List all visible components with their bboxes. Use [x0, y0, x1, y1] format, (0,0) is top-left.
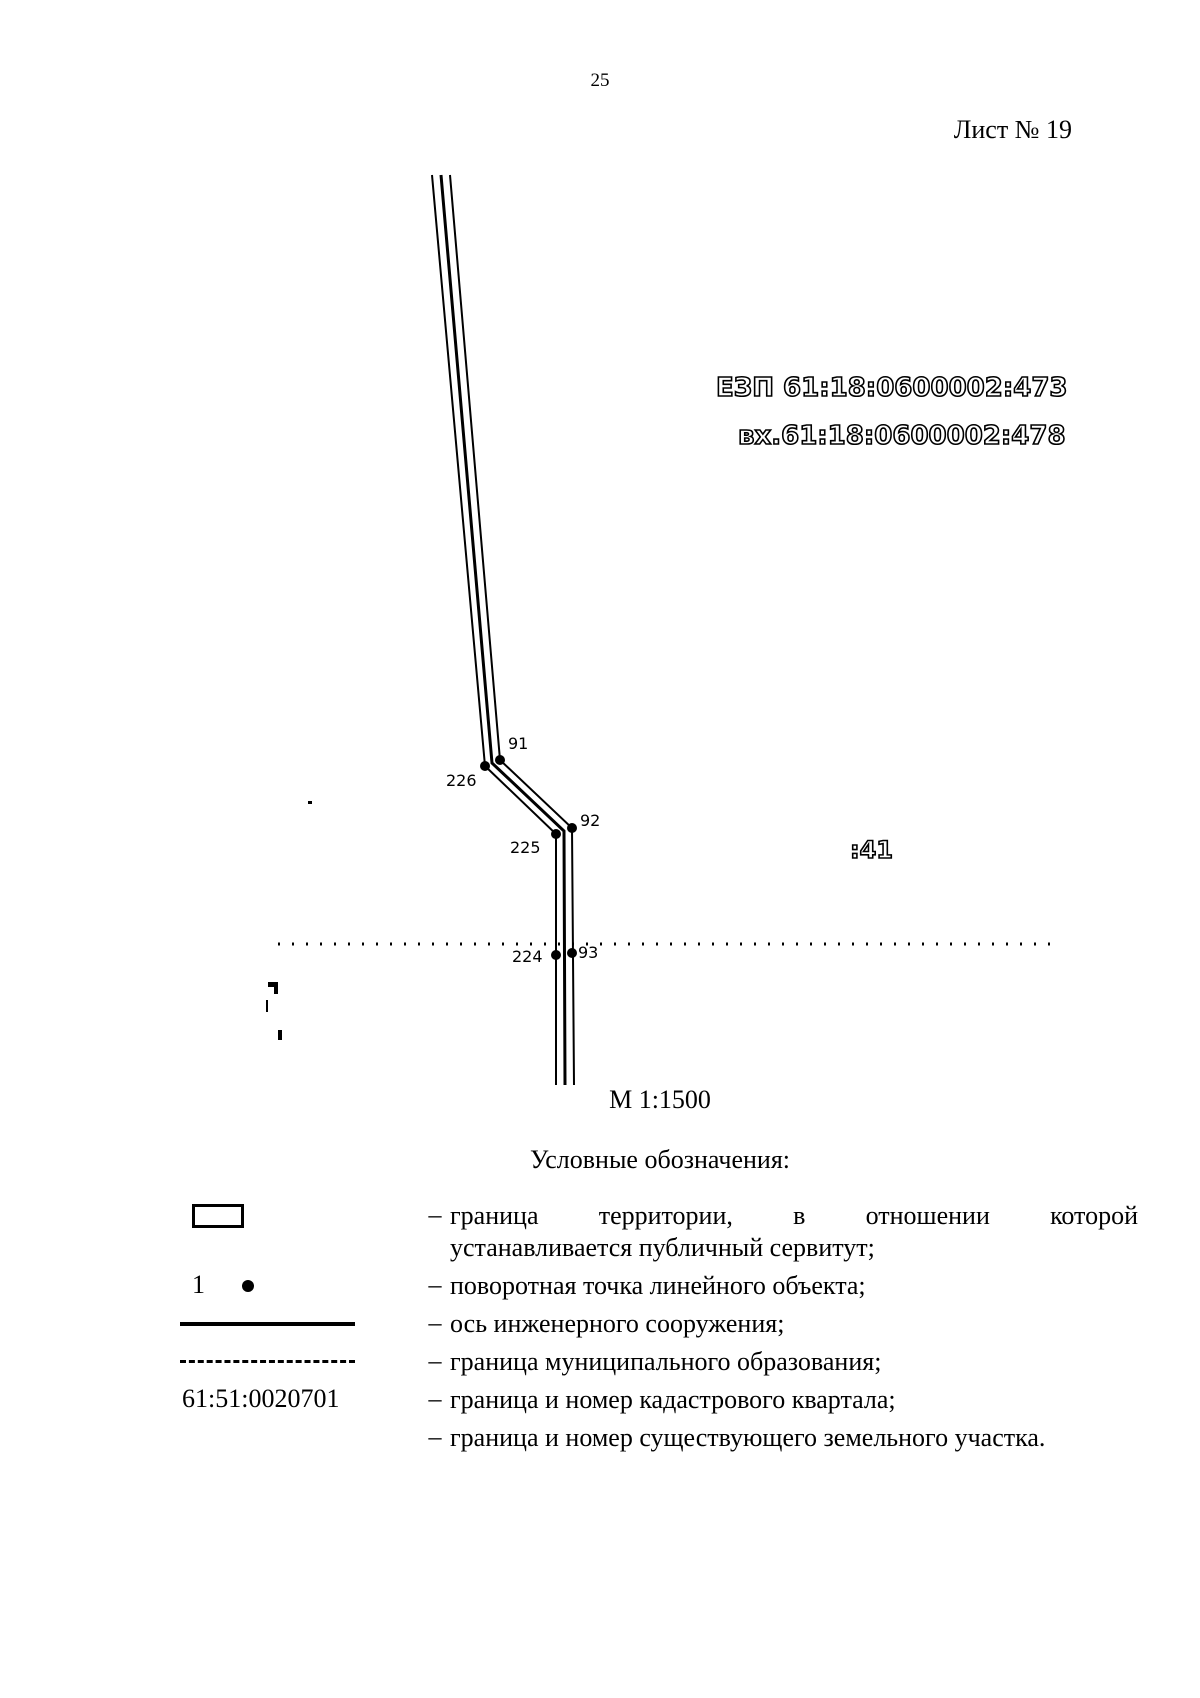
legend-dash: – — [428, 1200, 442, 1229]
legend-symbol-empty — [180, 1422, 420, 1452]
point-91 — [495, 755, 505, 765]
point-226 — [480, 761, 490, 771]
map-scale: М 1:1500 — [609, 1085, 711, 1114]
point-92 — [567, 823, 577, 833]
legend-text-line2: устанавливается публичный сервитут; — [450, 1233, 875, 1262]
engineering-axis — [439, 174, 567, 1086]
point-label-91: 91 — [508, 734, 528, 753]
turning-point-number: 1 — [192, 1270, 205, 1299]
point-label-92: 92 — [580, 811, 600, 830]
legend-item-parcel: – граница и номер существующего земельно… — [180, 1422, 1138, 1454]
legend-symbol-turning-point: 1 — [180, 1270, 420, 1300]
scan-mark — [274, 982, 278, 994]
sheet-label: Лист № 19 — [953, 115, 1072, 144]
scan-mark — [268, 982, 278, 987]
legend-dash: – — [428, 1422, 442, 1451]
scan-mark — [278, 1030, 282, 1040]
legend-item-municipal: – граница муниципального образования; — [180, 1346, 1138, 1378]
scan-mark — [266, 1000, 268, 1012]
parcel-label-41: :41 — [850, 836, 893, 864]
legend-text: граница территории, в отношении которой … — [450, 1200, 1138, 1264]
legend-symbol-quarter: 61:51:0020701 — [180, 1384, 420, 1414]
boundary-rect-icon — [192, 1204, 244, 1228]
legend-item-axis: – ось инженерного сооружения; — [180, 1308, 1138, 1340]
point-225 — [551, 829, 561, 839]
point-label-225: 225 — [510, 838, 541, 857]
legend-symbol-dashed-line — [180, 1346, 420, 1376]
legend-item-turning-point: 1 – поворотная точка линейного объекта; — [180, 1270, 1138, 1302]
point-label-93: 93 — [578, 943, 598, 962]
legend: – граница территории, в отношении которо… — [180, 1200, 1138, 1460]
parcel-label-entry: вх.61:18:0600002:478 — [738, 421, 1066, 451]
solid-line-icon — [180, 1322, 355, 1326]
legend-symbol-boundary-rect — [180, 1200, 420, 1230]
point-label-226: 226 — [446, 771, 477, 790]
legend-text: граница и номер существующего земельного… — [450, 1423, 1046, 1452]
legend-dash: – — [428, 1346, 442, 1375]
legend-symbol-solid-line — [180, 1308, 420, 1338]
legend-text: граница муниципального образования; — [450, 1347, 882, 1376]
legend-text: граница и номер кадастрового квартала; — [450, 1385, 896, 1414]
point-label-224: 224 — [512, 947, 543, 966]
turning-point-icon — [242, 1280, 254, 1292]
legend-text: поворотная точка линейного объекта; — [450, 1271, 866, 1300]
dashed-line-icon — [180, 1360, 355, 1363]
point-224 — [551, 950, 561, 960]
legend-dash: – — [428, 1270, 442, 1299]
legend-item-boundary: – граница территории, в отношении которо… — [180, 1200, 1138, 1264]
point-93 — [567, 948, 577, 958]
legend-dash: – — [428, 1384, 442, 1413]
legend-title: Условные обозначения: — [529, 1145, 791, 1174]
legend-item-quarter: 61:51:0020701 – граница и номер кадастро… — [180, 1384, 1138, 1416]
parcel-label-ezp: ЕЗП 61:18:0600002:473 — [716, 373, 1068, 403]
legend-text: ось инженерного сооружения; — [450, 1309, 785, 1338]
map-drawing: 91 92 93 224 225 226 ЕЗП 61:18:0600002:4… — [266, 174, 1068, 1086]
scan-mark — [308, 801, 312, 804]
legend-text-line1: граница территории, в отношении которой — [450, 1201, 1138, 1230]
page-number: 25 — [590, 70, 610, 91]
legend-dash: – — [428, 1308, 442, 1337]
quarter-number: 61:51:0020701 — [182, 1384, 340, 1413]
